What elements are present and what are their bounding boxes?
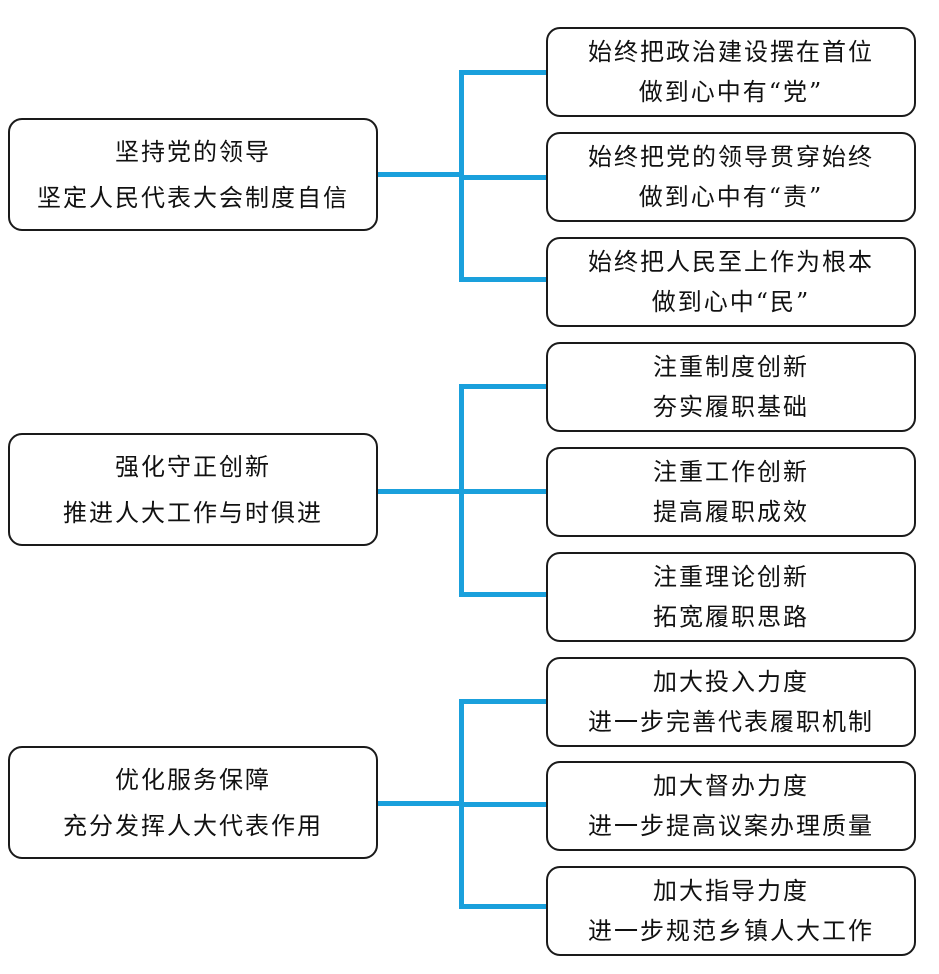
sub-box-1-1-line2: 做到心中有“党” bbox=[638, 78, 824, 106]
sub-box-1-3: 始终把人民至上作为根本 做到心中“民” bbox=[546, 237, 916, 327]
sub-box-3-2: 加大督办力度 进一步提高议案办理质量 bbox=[546, 761, 916, 851]
sub-box-1-1-line1: 始终把政治建设摆在首位 bbox=[588, 38, 874, 66]
sub-box-2-2-line1: 注重工作创新 bbox=[653, 458, 809, 486]
sub-box-2-3-line1: 注重理论创新 bbox=[653, 563, 809, 591]
sub-box-1-3-line1: 始终把人民至上作为根本 bbox=[588, 248, 874, 276]
main-box-3: 优化服务保障 充分发挥人大代表作用 bbox=[8, 746, 378, 859]
connector-branch-1-2 bbox=[459, 175, 547, 180]
sub-box-3-1-line1: 加大投入力度 bbox=[653, 668, 809, 696]
sub-box-3-2-line1: 加大督办力度 bbox=[653, 772, 809, 800]
sub-box-3-2-line2: 进一步提高议案办理质量 bbox=[588, 812, 874, 840]
sub-box-2-2-line2: 提高履职成效 bbox=[653, 498, 809, 526]
connector-main-2 bbox=[378, 489, 462, 494]
connector-branch-3-1 bbox=[459, 699, 547, 704]
main-box-1: 坚持党的领导 坚定人民代表大会制度自信 bbox=[8, 118, 378, 231]
main-box-3-line1: 优化服务保障 bbox=[115, 765, 271, 794]
sub-box-2-1-line1: 注重制度创新 bbox=[653, 353, 809, 381]
connector-branch-2-2 bbox=[459, 489, 547, 494]
sub-box-1-3-line2: 做到心中“民” bbox=[651, 288, 811, 316]
sub-box-3-1: 加大投入力度 进一步完善代表履职机制 bbox=[546, 657, 916, 747]
connector-branch-2-3 bbox=[459, 592, 547, 597]
connector-branch-1-1 bbox=[459, 70, 547, 75]
sub-box-2-1-line2: 夯实履职基础 bbox=[653, 393, 809, 421]
sub-box-1-2-line1: 始终把党的领导贯穿始终 bbox=[588, 143, 874, 171]
sub-box-3-1-line2: 进一步完善代表履职机制 bbox=[588, 708, 874, 736]
connector-main-1 bbox=[378, 172, 462, 177]
sub-box-3-3: 加大指导力度 进一步规范乡镇人大工作 bbox=[546, 866, 916, 956]
sub-box-1-2-line2: 做到心中有“责” bbox=[638, 183, 824, 211]
connector-branch-3-2 bbox=[459, 802, 547, 807]
connector-main-3 bbox=[378, 801, 462, 806]
connector-branch-3-3 bbox=[459, 904, 547, 909]
sub-box-2-1: 注重制度创新 夯实履职基础 bbox=[546, 342, 916, 432]
connector-branch-1-3 bbox=[459, 277, 547, 282]
main-box-3-line2: 充分发挥人大代表作用 bbox=[63, 811, 323, 840]
sub-box-2-3: 注重理论创新 拓宽履职思路 bbox=[546, 552, 916, 642]
sub-box-2-3-line2: 拓宽履职思路 bbox=[653, 603, 809, 631]
sub-box-3-3-line1: 加大指导力度 bbox=[653, 877, 809, 905]
main-box-1-line1: 坚持党的领导 bbox=[115, 137, 271, 166]
connector-branch-2-1 bbox=[459, 384, 547, 389]
main-box-2-line1: 强化守正创新 bbox=[115, 452, 271, 481]
sub-box-3-3-line2: 进一步规范乡镇人大工作 bbox=[588, 917, 874, 945]
main-box-2-line2: 推进人大工作与时俱进 bbox=[63, 498, 323, 527]
sub-box-2-2: 注重工作创新 提高履职成效 bbox=[546, 447, 916, 537]
main-box-2: 强化守正创新 推进人大工作与时俱进 bbox=[8, 433, 378, 546]
main-box-1-line2: 坚定人民代表大会制度自信 bbox=[37, 183, 349, 212]
sub-box-1-1: 始终把政治建设摆在首位 做到心中有“党” bbox=[546, 27, 916, 117]
sub-box-1-2: 始终把党的领导贯穿始终 做到心中有“责” bbox=[546, 132, 916, 222]
